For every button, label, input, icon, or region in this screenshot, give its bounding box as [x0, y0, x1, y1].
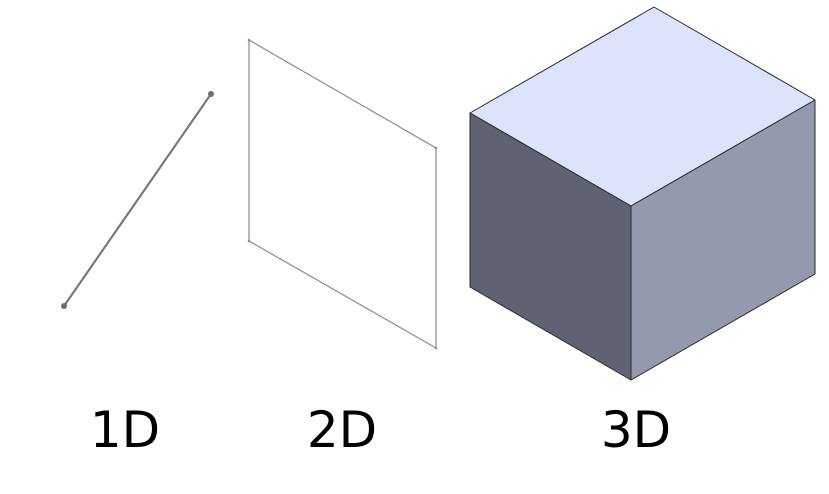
two-d-corner: [247, 239, 251, 243]
cube-right-face: [630, 99, 816, 381]
two-d-parallelogram: [248, 38, 437, 350]
caption-2d: 2D: [306, 401, 378, 459]
two-d-corner: [247, 38, 251, 42]
one-d-figure: [61, 91, 214, 309]
three-d-figure: [469, 6, 816, 381]
two-d-figure: [247, 38, 438, 350]
two-d-corner: [434, 346, 438, 350]
two-d-corner: [434, 146, 438, 150]
caption-1d: 1D: [89, 401, 161, 459]
one-d-endpoint-start: [61, 303, 67, 309]
one-d-endpoint-end: [208, 91, 214, 97]
one-d-line-segment: [62, 92, 213, 308]
caption-3d: 3D: [600, 401, 672, 459]
